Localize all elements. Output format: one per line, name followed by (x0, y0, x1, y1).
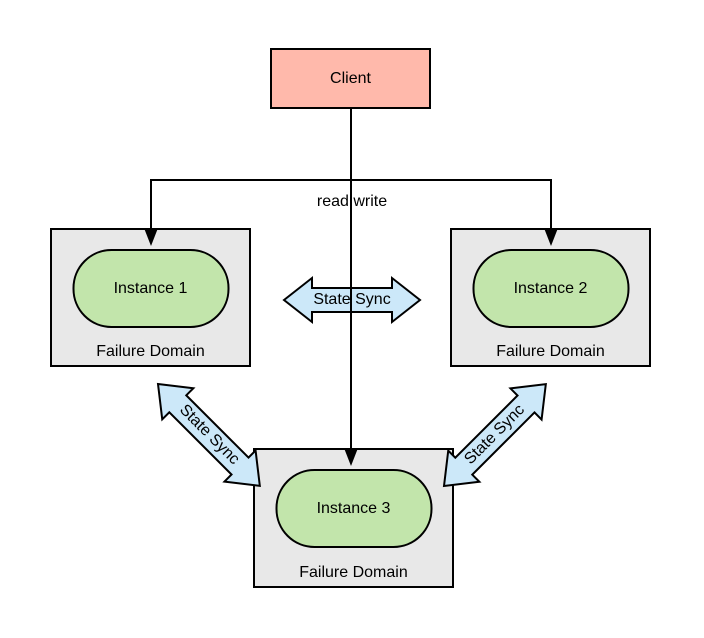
failure-domain-1-label: Failure Domain (96, 343, 205, 360)
arrowhead-into-domain1 (144, 228, 158, 246)
failure-domain-2-label: Failure Domain (496, 343, 605, 360)
client-branch-connector (150, 179, 552, 230)
instance-1-label: Instance 1 (113, 279, 188, 297)
state-sync-arrow-right-diagonal (442, 383, 547, 488)
instance-2-label: Instance 2 (513, 279, 588, 297)
failure-domain-3-label: Failure Domain (299, 564, 408, 581)
state-sync-label-horizontal: State Sync (313, 291, 391, 308)
instance-1-node: Instance 1 (72, 249, 229, 328)
client-node: Client (270, 48, 431, 109)
failure-domain-1: Instance 1 Failure Domain (50, 228, 251, 367)
client-label: Client (330, 69, 371, 87)
instance-2-node: Instance 2 (472, 249, 629, 328)
instance-3-label: Instance 3 (316, 499, 391, 517)
read-write-edge-label: read write (316, 193, 388, 210)
instance-3-node: Instance 3 (275, 469, 432, 548)
arrowhead-into-domain3 (344, 448, 358, 466)
state-sync-arrow-left-diagonal (156, 382, 261, 487)
arrowhead-into-domain2 (544, 228, 558, 246)
